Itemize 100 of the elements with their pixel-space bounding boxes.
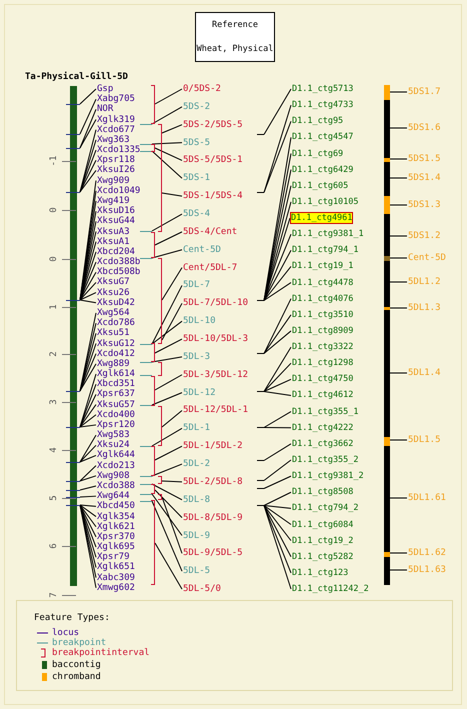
locus-label: Xcdo1335 xyxy=(97,145,140,156)
contig-label: D1.1_ctg5282 xyxy=(292,552,354,562)
locus-label: Xglk651 xyxy=(97,562,135,572)
leader-line xyxy=(154,148,182,161)
locus-label: Xpsr637 xyxy=(97,389,135,400)
leader-line xyxy=(80,504,96,507)
locus-label: XksuG44 xyxy=(97,216,135,226)
locus-label: Xwg363 xyxy=(97,134,130,145)
interval-bracket xyxy=(158,362,162,376)
leader-line xyxy=(264,282,292,301)
leader-line xyxy=(80,343,96,392)
contig-label: D1.1_ctg8909 xyxy=(292,326,354,336)
interval-label: 5DL-1/5DL-2 xyxy=(183,441,243,452)
band-label: 5DS1.6 xyxy=(408,123,441,133)
locus-label: Xksu51 xyxy=(97,328,130,338)
leader-line xyxy=(80,465,96,482)
band-label: 5DS1.7 xyxy=(408,87,441,97)
locus-label: Xbcd508b xyxy=(97,267,140,278)
contig-label: D1.1_ctg3322 xyxy=(292,342,354,352)
locus-label: Xcdo412 xyxy=(97,348,135,359)
title-text: Reference xyxy=(212,20,258,30)
contig-label: D1.1_ctg355_2 xyxy=(292,454,359,465)
leader-line xyxy=(264,104,292,193)
locus-label: XksuG7 xyxy=(97,277,130,288)
contig-label: D1.1_ctg6429 xyxy=(292,164,354,175)
breakpoint-tick xyxy=(140,231,152,232)
interval-label: 5DL-10/5DL-3 xyxy=(183,334,248,344)
legend-label: breakpointinterval xyxy=(52,648,150,658)
locus-label: XksuD16 xyxy=(97,206,135,216)
leader-line xyxy=(154,88,182,104)
leader-line xyxy=(152,320,182,344)
breakpoint-tick xyxy=(140,144,152,145)
locus-label: Xcdo388 xyxy=(97,481,135,492)
locus-label: Xbcd351 xyxy=(97,379,135,390)
leader-line xyxy=(80,139,96,192)
leader-line xyxy=(154,446,182,460)
leader-line xyxy=(152,494,182,536)
locus-label: XksuD42 xyxy=(97,298,135,308)
breakpoint-tick xyxy=(140,124,152,125)
band-label: Cent-5D xyxy=(408,253,446,263)
locus-label: Xcdo786 xyxy=(97,318,135,328)
axis-tick-label: 1 xyxy=(49,303,59,312)
subtitle-text: Wheat, Physical xyxy=(196,44,274,54)
leader-line xyxy=(264,330,292,354)
leader-line xyxy=(152,484,182,500)
contig-label: D1.1_ctg95 xyxy=(292,116,344,126)
legend-label: breakpoint xyxy=(52,638,106,648)
contig-label: D1.1_ctg3510 xyxy=(292,310,354,320)
leader-line xyxy=(80,119,96,148)
leader-line xyxy=(80,504,96,528)
locus-label: Xpsr79 xyxy=(97,552,130,562)
breakpoint-tick xyxy=(140,151,152,152)
interval-bracket xyxy=(158,258,162,344)
leader-line xyxy=(80,300,96,304)
interval-label: 5DS-2/5DS-5 xyxy=(183,120,243,130)
axis-tick-label: -1 xyxy=(49,154,59,168)
locus-label: Xabc309 xyxy=(97,572,135,583)
leader-line xyxy=(264,505,292,542)
interval-label: Cent/5DL-7 xyxy=(183,262,238,273)
interval-bracket xyxy=(151,376,155,406)
locus-label: Xbcd204 xyxy=(97,246,135,257)
contig-label: D1.1_ctg794_2 xyxy=(292,503,359,514)
leader-line xyxy=(80,504,96,548)
band-label: 5DL1.3 xyxy=(408,303,441,313)
interval-bracket xyxy=(158,494,162,500)
locus-label: Xglk319 xyxy=(97,114,135,125)
reference-title-box xyxy=(195,12,275,62)
breakpoint-tick xyxy=(140,405,152,406)
leader-line xyxy=(162,192,182,197)
axis-tick-label: 6 xyxy=(49,542,59,551)
legend-label: chromband xyxy=(52,672,101,682)
interval-label: 5DL-2/5DL-8 xyxy=(183,476,243,487)
contig-label: D1.1_ctg5713 xyxy=(292,84,354,94)
breakpoint-tick xyxy=(140,494,152,495)
contig-label: D1.1_ctg10105 xyxy=(292,196,359,207)
locus-label: Xpsr370 xyxy=(97,532,135,542)
leader-line xyxy=(80,504,96,558)
contig-position-tick xyxy=(257,391,264,392)
contig-position-tick xyxy=(257,134,264,135)
band-label: 5DS1.2 xyxy=(408,231,441,241)
interval-label: 5DL-7/5DL-10 xyxy=(183,298,248,308)
locus-label: Xwg889 xyxy=(97,358,130,369)
leader-line xyxy=(154,542,182,590)
contig-label: D1.1_ctg4750 xyxy=(292,374,354,384)
leader-line xyxy=(80,504,96,518)
leader-line xyxy=(264,120,292,193)
leader-line xyxy=(152,428,182,446)
leader-line xyxy=(80,404,96,428)
locus-label: Xbcd450 xyxy=(97,501,135,512)
leader-line xyxy=(80,150,96,192)
leader-line xyxy=(80,434,96,462)
axis-tick-label: 2 xyxy=(49,350,59,359)
leader-line xyxy=(152,500,182,572)
breakpoint-tick xyxy=(140,344,152,345)
leader-line xyxy=(264,459,292,481)
leader-line xyxy=(162,267,182,300)
leader-line xyxy=(154,490,182,518)
legend-label: baccontig xyxy=(52,660,101,670)
leader-line xyxy=(80,353,96,392)
leader-line xyxy=(80,374,96,428)
